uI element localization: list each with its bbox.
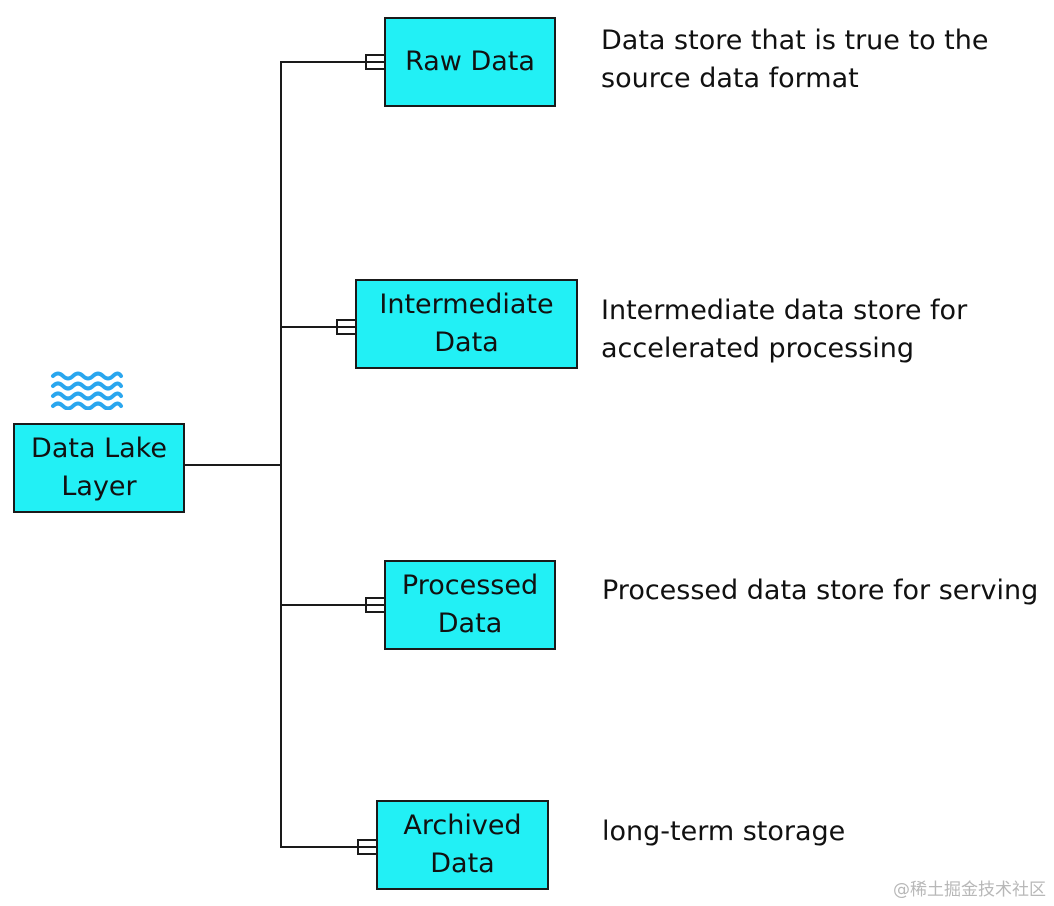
watermark-text: @稀土掘金技术社区 [893,880,1046,900]
archived-data-node: Archived Data [376,800,549,890]
processed-data-label: Processed Data [401,570,539,639]
intermediate-data-node: Intermediate Data [355,279,578,369]
raw-data-description: Data store that is true to the source da… [601,25,989,94]
processed-data-node: Processed Data [384,560,556,650]
archived-data-label: Archived Data [403,810,522,879]
branch-archived-data-connector-end [357,839,378,855]
branch-raw-data-connector-end [365,54,386,70]
branch-processed-data-connector-end [365,597,386,613]
processed-data-description: Processed data store for serving [602,575,1039,606]
archived-data-description: long-term storage [602,816,846,847]
waves-icon [51,371,123,410]
raw-data-label: Raw Data [405,46,535,77]
data-lake-layer-label: Data Lake Layer [31,433,167,502]
intermediate-data-label: Intermediate Data [379,289,554,358]
branch-intermediate-data-connector-end [336,319,357,335]
data-lake-layer-node: Data Lake Layer [13,423,185,513]
intermediate-data-description: Intermediate data store for accelerated … [601,295,968,364]
raw-data-node: Raw Data [384,17,556,107]
